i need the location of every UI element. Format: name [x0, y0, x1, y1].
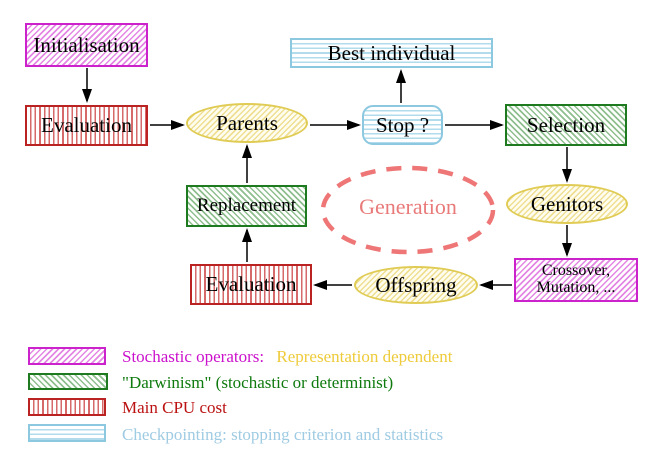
node-evaluation-bottom: Evaluation — [190, 264, 312, 305]
crossover-line1: Crossover, — [541, 262, 611, 280]
node-replacement: Replacement — [186, 185, 307, 227]
crossover-line2: Mutation, ... — [536, 279, 616, 296]
node-parents: Parents — [186, 103, 308, 143]
legend-text-representation: Representation dependent — [276, 347, 453, 366]
legend-label-darwinism: "Darwinism" (stochastic or determinist) — [122, 373, 394, 392]
node-initialisation: Initialisation — [25, 23, 148, 67]
legend-swatch-cpu-cost — [28, 398, 106, 416]
legend-text-stochastic: Stochastic operators: — [122, 347, 265, 366]
legend-label-checkpointing: Checkpointing: stopping criterion and st… — [122, 425, 444, 444]
generation-label: Generation — [359, 194, 457, 219]
node-stop: Stop ? — [362, 105, 443, 145]
node-crossover-mutation: Crossover, Mutation, ... — [514, 258, 638, 302]
node-offspring: Offspring — [354, 266, 478, 304]
node-evaluation-top: Evaluation — [25, 105, 148, 146]
legend-swatch-darwinism — [28, 373, 108, 390]
legend-label-cpu-cost: Main CPU cost — [122, 398, 227, 417]
node-genitors: Genitors — [506, 184, 628, 224]
legend-swatch-checkpointing — [28, 424, 106, 442]
legend-swatch-stochastic-operators — [28, 347, 106, 365]
legend-label-stochastic-operators: Stochastic operators: Representation dep… — [122, 347, 452, 367]
node-selection: Selection — [505, 104, 627, 146]
node-best-individual: Best individual — [290, 38, 493, 68]
